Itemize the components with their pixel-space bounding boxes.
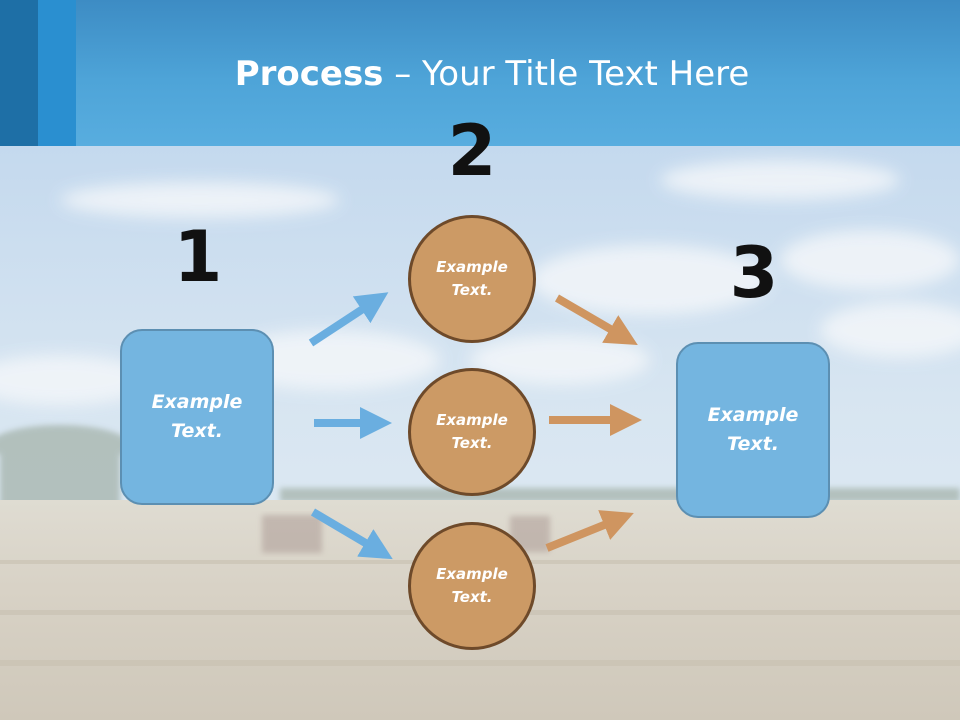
step-number-2: 2 xyxy=(447,110,497,192)
arrow-top-to-right xyxy=(554,294,638,346)
accent-strip-light xyxy=(38,0,76,146)
title-bold: Process xyxy=(234,54,384,94)
accent-strip-dark xyxy=(0,0,38,146)
circle-bottom: Example Text. xyxy=(408,522,536,650)
arrow-left-to-bottom xyxy=(310,508,393,560)
title-bar xyxy=(0,0,960,146)
title-rest: – Your Title Text Here xyxy=(383,54,750,94)
circle-middle: Example Text. xyxy=(408,368,536,496)
arrow-bottom-to-right xyxy=(545,510,634,552)
circle-top: Example Text. xyxy=(408,215,536,343)
arrow-left-to-top xyxy=(308,292,389,347)
left-box: Example Text. xyxy=(120,329,274,505)
circle-middle-text: Example Text. xyxy=(436,411,508,452)
right-box-text: Example Text. xyxy=(707,404,799,455)
circle-top-text: Example Text. xyxy=(436,258,508,299)
slide-title: Process – Your Title Text Here xyxy=(0,52,960,96)
left-box-text: Example Text. xyxy=(151,391,243,442)
right-box: Example Text. xyxy=(676,342,830,518)
circle-bottom-text: Example Text. xyxy=(436,565,508,606)
step-number-3: 3 xyxy=(729,232,779,314)
step-number-1: 1 xyxy=(173,216,223,298)
